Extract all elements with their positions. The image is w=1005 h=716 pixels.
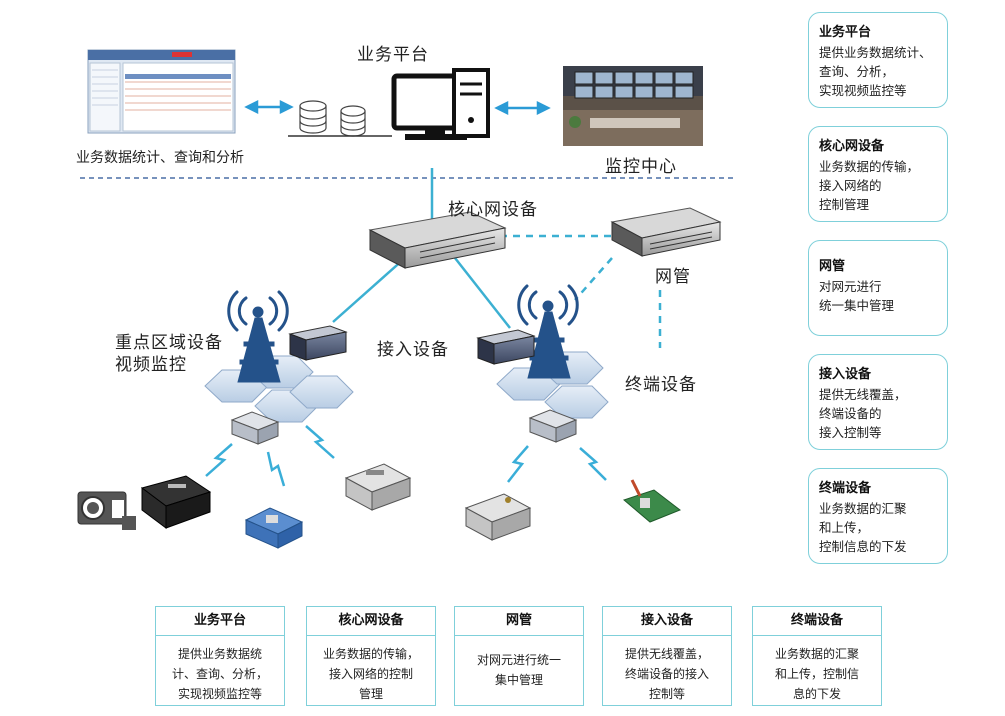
card-title: 核心网设备 <box>307 607 435 636</box>
terminal-device-blue <box>244 507 304 549</box>
access-device-label: 接入设备 <box>377 340 449 360</box>
card-title: 接入设备 <box>819 367 872 382</box>
card-body: 业务数据的传输， 接入网络的控制 管理 <box>307 636 435 712</box>
stats-label: 业务数据统计、查询和分析 <box>76 150 244 166</box>
card-line: 对网元进行统一 <box>476 653 561 667</box>
card-line: 查询、分析， <box>819 64 895 79</box>
card-title: 终端设备 <box>753 607 881 636</box>
card-line: 提供业务数据统 <box>177 647 262 661</box>
card-line: 接入控制等 <box>819 425 882 440</box>
right-card-terminal: 终端设备 业务数据的汇聚 和上传， 控制信息的下发 <box>808 468 948 564</box>
card-title: 网管 <box>455 607 583 636</box>
card-line: 接入网络的控制 <box>328 667 413 681</box>
card-title: 接入设备 <box>603 607 731 636</box>
card-line: 实现视频监控等 <box>177 687 262 701</box>
repeater-unit-left <box>230 411 280 445</box>
database-icon <box>299 100 366 137</box>
terminal-circuit-board <box>622 479 682 523</box>
repeater-unit-right <box>528 409 578 443</box>
key-area-label-line2: 视频监控 <box>115 355 187 375</box>
card-body: 提供业务数据统 计、查询、分析， 实现视频监控等 <box>156 636 284 712</box>
monitoring-center-image <box>563 66 703 146</box>
card-line: 和上传， <box>819 520 870 535</box>
card-line: 接入网络的 <box>819 178 882 193</box>
card-line: 控制管理 <box>819 197 870 212</box>
card-line: 业务数据的传输， <box>322 647 419 661</box>
camera-icon <box>77 491 136 530</box>
terminal-device-label: 终端设备 <box>625 375 697 395</box>
card-line: 和上传，控制信 <box>774 667 859 681</box>
card-line: 管理 <box>358 687 383 701</box>
terminal-device-black <box>140 475 212 529</box>
access-unit-right <box>476 329 536 365</box>
card-line: 控制等 <box>648 687 685 701</box>
bottom-card-core: 核心网设备 业务数据的传输， 接入网络的控制 管理 <box>306 606 436 706</box>
card-line: 提供业务数据统计、 <box>819 45 932 60</box>
card-line: 息的下发 <box>792 687 841 701</box>
base-station-tower-left <box>227 290 289 383</box>
nms-server-icon <box>610 207 722 257</box>
computer-icon <box>391 68 490 140</box>
key-area-label-line1: 重点区域设备 <box>115 333 223 353</box>
card-line: 业务数据的传输， <box>819 159 920 174</box>
card-line: 计、查询、分析， <box>171 667 268 681</box>
card-line: 终端设备的 <box>819 406 882 421</box>
card-line: 提供无线覆盖， <box>624 647 709 661</box>
card-line: 集中管理 <box>494 673 543 687</box>
right-card-access: 接入设备 提供无线覆盖， 终端设备的 接入控制等 <box>808 354 948 450</box>
platform-label: 业务平台 <box>357 45 429 65</box>
right-card-platform: 业务平台 提供业务数据统计、 查询、分析， 实现视频监控等 <box>808 12 948 108</box>
bottom-card-terminal: 终端设备 业务数据的汇聚 和上传，控制信 息的下发 <box>752 606 882 706</box>
core-network-label: 核心网设备 <box>448 200 538 220</box>
software-screenshot <box>87 49 236 134</box>
core-links <box>332 168 511 329</box>
card-line: 提供无线覆盖， <box>819 387 907 402</box>
card-body: 提供无线覆盖， 终端设备的接入 控制等 <box>603 636 731 712</box>
card-title: 核心网设备 <box>819 139 885 154</box>
bottom-card-access: 接入设备 提供无线覆盖， 终端设备的接入 控制等 <box>602 606 732 706</box>
core-server-icon <box>368 211 507 269</box>
card-title: 业务平台 <box>819 25 872 40</box>
card-title: 终端设备 <box>819 481 872 496</box>
card-line: 对网元进行 <box>819 279 882 294</box>
terminal-device-gray-right <box>464 493 532 541</box>
terminal-device-gray-left <box>344 463 412 511</box>
right-card-nms: 网管 对网元进行 统一集中管理 <box>808 240 948 336</box>
card-title: 网管 <box>819 259 846 274</box>
card-body: 对网元进行统一 集中管理 <box>455 636 583 698</box>
card-body: 业务数据的汇聚 和上传，控制信 息的下发 <box>753 636 881 712</box>
bottom-card-nms: 网管 对网元进行统一 集中管理 <box>454 606 584 706</box>
nms-dashed-links <box>500 234 662 348</box>
card-line: 业务数据的汇聚 <box>774 647 859 661</box>
platform-arrows <box>244 99 551 116</box>
access-unit-left <box>288 325 348 361</box>
nms-label: 网管 <box>655 267 691 287</box>
card-title: 业务平台 <box>156 607 284 636</box>
base-station-tower-right <box>517 284 579 379</box>
coverage-hex-left <box>204 355 354 423</box>
card-line: 控制信息的下发 <box>819 539 907 554</box>
card-line: 业务数据的汇聚 <box>819 501 907 516</box>
card-line: 统一集中管理 <box>819 298 895 313</box>
right-card-core: 核心网设备 业务数据的传输， 接入网络的 控制管理 <box>808 126 948 222</box>
wireless-signal-icons <box>205 425 607 487</box>
bottom-card-platform: 业务平台 提供业务数据统 计、查询、分析， 实现视频监控等 <box>155 606 285 706</box>
monitor-center-label: 监控中心 <box>605 157 677 177</box>
card-line: 实现视频监控等 <box>819 83 907 98</box>
card-line: 终端设备的接入 <box>624 667 709 681</box>
